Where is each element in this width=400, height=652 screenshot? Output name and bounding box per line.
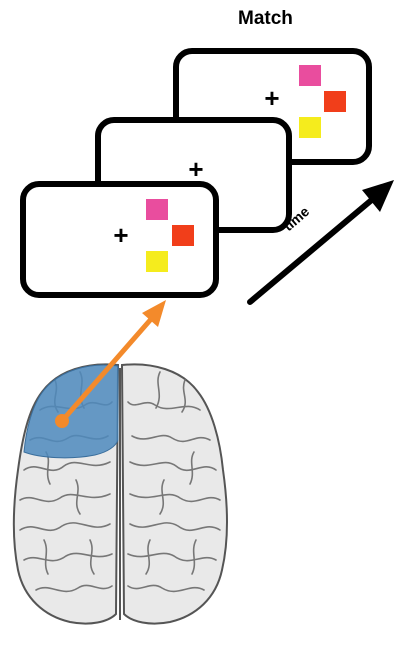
yellow-square-front	[146, 251, 168, 272]
brain-to-stimulus-arrow	[55, 300, 166, 428]
fixation-cross-middle: +	[188, 154, 203, 184]
magenta-square-front	[146, 199, 168, 220]
time-arrow	[247, 180, 394, 305]
red-square-front	[172, 225, 194, 246]
match-title: Match	[238, 8, 293, 29]
fixation-cross-back: +	[264, 83, 279, 113]
brain-origin-dot	[55, 414, 69, 428]
yellow-square-back	[299, 117, 321, 138]
fixation-cross-front: +	[113, 220, 128, 250]
stimulus-frame-front: +	[20, 181, 219, 298]
magenta-square-back	[299, 65, 321, 86]
red-square-back	[324, 91, 346, 112]
